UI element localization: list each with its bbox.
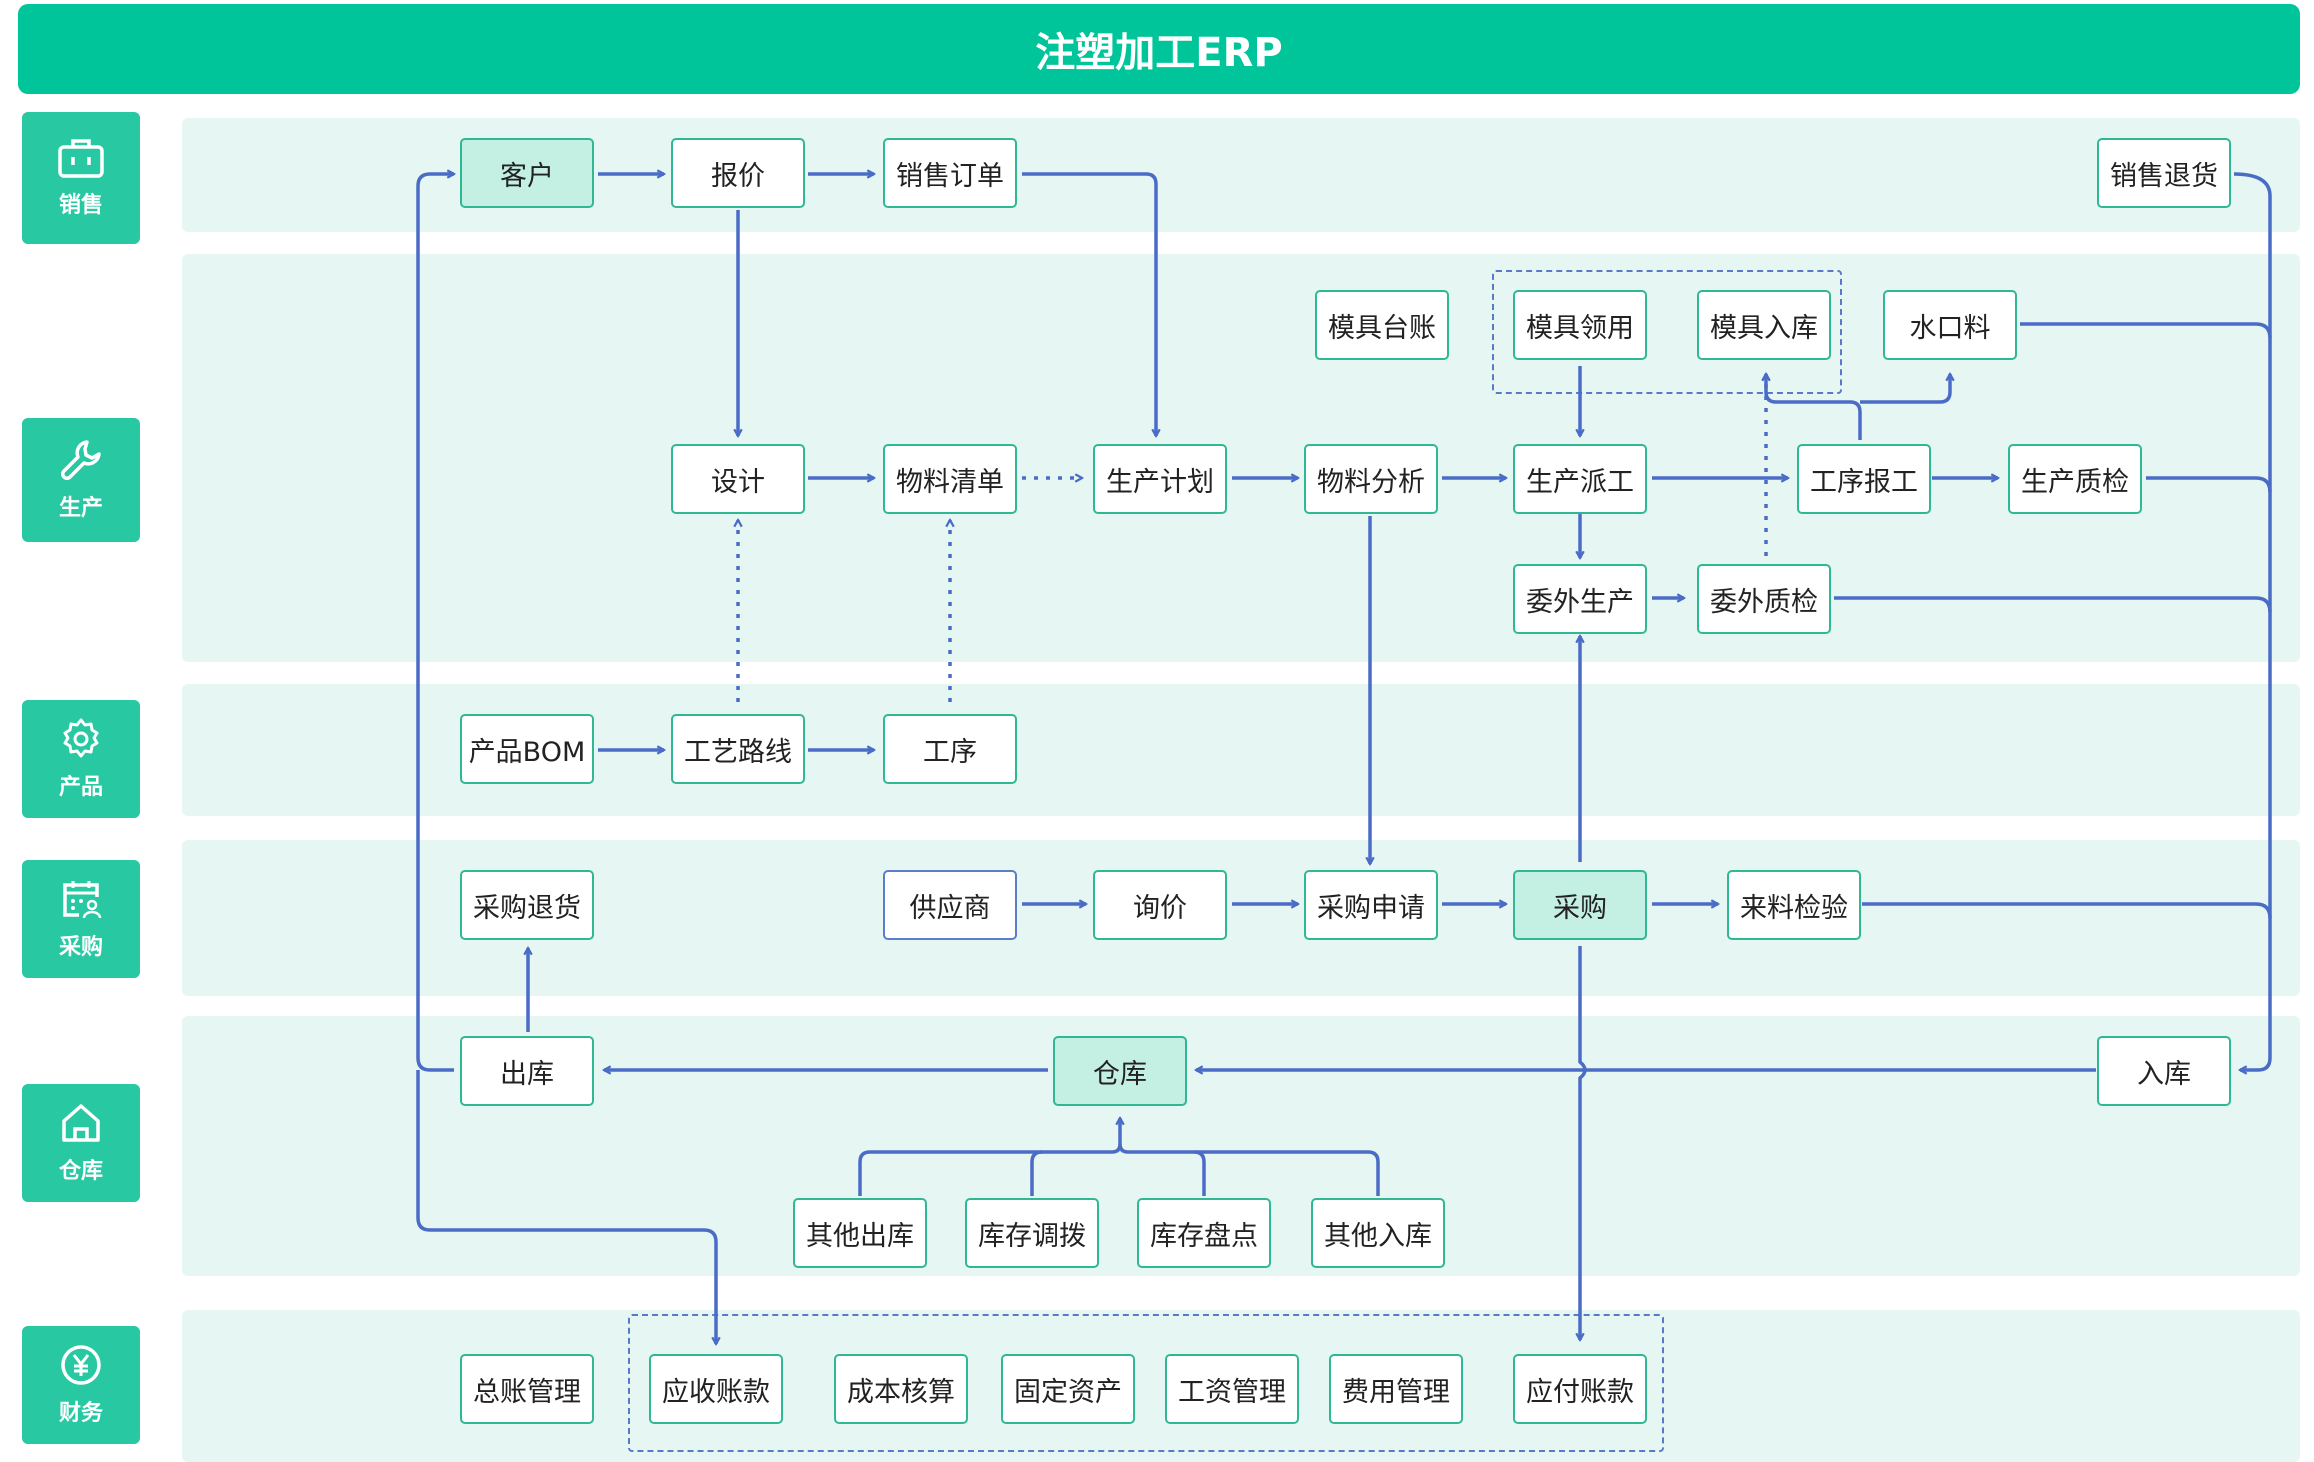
node-outbound[interactable]: 出库: [460, 1036, 594, 1106]
side-label-text: 生产: [58, 496, 103, 521]
node-purchase[interactable]: 采购: [1513, 870, 1647, 940]
side-label-product: 产品: [22, 700, 140, 818]
side-label-production: 生产: [22, 418, 140, 542]
node-purchase-return[interactable]: 采购退货: [460, 870, 594, 940]
node-mold-ledger[interactable]: 模具台账: [1315, 290, 1449, 360]
node-production-qc[interactable]: 生产质检: [2008, 444, 2142, 514]
node-sales-order[interactable]: 销售订单: [883, 138, 1017, 208]
finance-group: [628, 1314, 1664, 1452]
node-inbound[interactable]: 入库: [2097, 1036, 2231, 1106]
wrench-icon: [61, 440, 101, 480]
side-label-text: 产品: [58, 775, 103, 800]
node-general-ledger[interactable]: 总账管理: [460, 1354, 594, 1424]
node-sales-return[interactable]: 销售退货: [2097, 138, 2231, 208]
node-inquiry[interactable]: 询价: [1093, 870, 1227, 940]
arrow: [1860, 374, 1950, 404]
arrow: [1022, 172, 1156, 436]
arrow: [416, 1070, 716, 1344]
gear-icon: [63, 718, 99, 758]
node-incoming-inspection[interactable]: 来料检验: [1727, 870, 1861, 940]
node-dispatch[interactable]: 生产派工: [1513, 444, 1647, 514]
node-production-plan[interactable]: 生产计划: [1093, 444, 1227, 514]
briefcase-icon: [58, 139, 104, 178]
arrow: [1766, 374, 1862, 440]
arrow: [416, 174, 454, 1072]
node-process-route[interactable]: 工艺路线: [671, 714, 805, 784]
node-customer[interactable]: 客户: [460, 138, 594, 208]
node-process[interactable]: 工序: [883, 714, 1017, 784]
home-icon: [62, 1104, 100, 1142]
yen-coin-icon: [61, 1345, 101, 1385]
side-label-sales: 销售: [22, 112, 140, 244]
node-warehouse[interactable]: 仓库: [1053, 1036, 1187, 1106]
node-product-bom[interactable]: 产品BOM: [460, 714, 594, 784]
node-other-inbound[interactable]: 其他入库: [1311, 1198, 1445, 1268]
node-outsource-qc[interactable]: 委外质检: [1697, 564, 1831, 634]
side-label-text: 仓库: [58, 1159, 103, 1184]
node-design[interactable]: 设计: [671, 444, 805, 514]
side-label-text: 财务: [58, 1401, 103, 1426]
arrow: [858, 1118, 1120, 1196]
side-label-finance: 财务: [22, 1326, 140, 1444]
arrow: [2233, 172, 2272, 1070]
node-fixed-assets[interactable]: 固定资产: [1001, 1354, 1135, 1424]
node-quote[interactable]: 报价: [671, 138, 805, 208]
node-cost-accounting[interactable]: 成本核算: [834, 1354, 968, 1424]
node-bom-list[interactable]: 物料清单: [883, 444, 1017, 514]
side-label-purchase: 采购: [22, 860, 140, 978]
node-expense[interactable]: 费用管理: [1329, 1354, 1463, 1424]
side-label-warehouse: 仓库: [22, 1084, 140, 1202]
node-other-outbound[interactable]: 其他出库: [793, 1198, 927, 1268]
page-title: 注塑加工ERP: [18, 4, 2300, 94]
node-payables[interactable]: 应付账款: [1513, 1354, 1647, 1424]
node-supplier[interactable]: 供应商: [883, 870, 1017, 940]
side-label-text: 销售: [58, 193, 103, 218]
side-label-text: 采购: [58, 935, 103, 960]
node-mold-requisition[interactable]: 模具领用: [1513, 290, 1647, 360]
node-sprue-material[interactable]: 水口料: [1883, 290, 2017, 360]
calendar-people-icon: [63, 881, 102, 919]
node-purchase-request[interactable]: 采购申请: [1304, 870, 1438, 940]
node-material-analysis[interactable]: 物料分析: [1304, 444, 1438, 514]
node-stock-transfer[interactable]: 库存调拨: [965, 1198, 1099, 1268]
node-mold-storage[interactable]: 模具入库: [1697, 290, 1831, 360]
node-receivables[interactable]: 应收账款: [649, 1354, 783, 1424]
arrow: [1580, 946, 1587, 1340]
node-process-report[interactable]: 工序报工: [1797, 444, 1931, 514]
mold-group: [1492, 270, 1842, 394]
node-stocktaking[interactable]: 库存盘点: [1137, 1198, 1271, 1268]
node-payroll[interactable]: 工资管理: [1165, 1354, 1299, 1424]
node-outsource-production[interactable]: 委外生产: [1513, 564, 1647, 634]
